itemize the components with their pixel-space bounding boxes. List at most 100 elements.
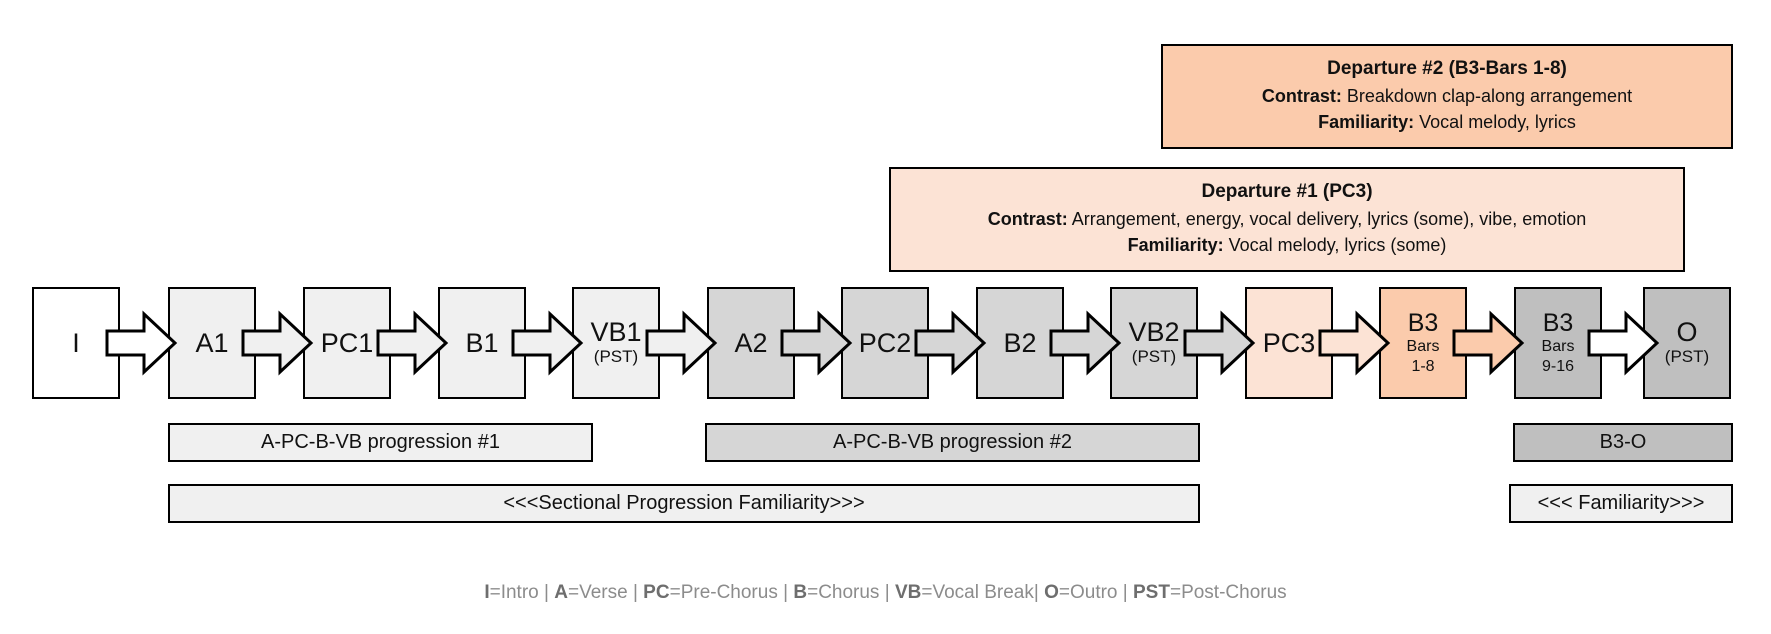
section-label: O — [1676, 317, 1698, 348]
section-box-pc1[interactable]: PC1 — [303, 287, 391, 399]
contrast-text: Breakdown clap-along arrangement — [1341, 85, 1633, 106]
legend-sep: = — [921, 582, 933, 603]
legend-sep: = — [1058, 582, 1070, 603]
callout-departure-1-title: Departure #1 (PC3) — [1201, 181, 1373, 202]
legend-meaning: Post-Chorus — [1181, 582, 1287, 603]
section-sublabel-line2: 1-8 — [1411, 358, 1435, 376]
section-label: I — [72, 327, 80, 358]
legend-item: O=Outro — [1044, 582, 1117, 603]
familiarity-bar-b3-o[interactable]: <<< Familiarity>>> — [1509, 484, 1733, 523]
legend-abbr: I — [484, 582, 490, 603]
group-bar-label: A-PC-B-VB progression #2 — [833, 431, 1072, 453]
legend-divider: | — [1033, 582, 1045, 603]
callout-departure-2-familiarity: Familiarity: Vocal melody, lyrics — [1177, 109, 1717, 135]
familiarity-label: Familiarity: — [1127, 234, 1224, 255]
contrast-label: Contrast: — [987, 208, 1068, 229]
flow-arrow-icon — [644, 309, 718, 377]
group-bar-progression-1[interactable]: A-PC-B-VB progression #1 — [168, 423, 593, 462]
section-label: B2 — [1003, 327, 1037, 358]
legend-abbr: A — [554, 582, 568, 603]
section-box-a1[interactable]: A1 — [168, 287, 256, 399]
legend-item: A=Verse — [554, 582, 627, 603]
section-box-b3-bars-1-8[interactable]: B3 Bars 1-8 — [1379, 287, 1467, 399]
section-label: B1 — [465, 327, 499, 358]
flow-arrow-icon — [375, 309, 449, 377]
familiarity-text: Vocal melody, lyrics — [1414, 111, 1576, 132]
legend-sep: = — [669, 582, 681, 603]
flow-arrow-icon — [1317, 309, 1391, 377]
legend-meaning: Chorus — [818, 582, 880, 603]
legend-meaning: Outro — [1069, 582, 1118, 603]
legend-abbr: B — [793, 582, 808, 603]
familiarity-bar-label: <<<Sectional Progression Familiarity>>> — [503, 492, 865, 514]
flow-arrow-icon — [510, 309, 584, 377]
song-structure-chain: I A1 PC1 B1 VB1 (PST) A2 PC2 B2 — [0, 287, 1771, 402]
section-box-a2[interactable]: A2 — [707, 287, 795, 399]
legend-divider: | — [538, 582, 555, 603]
flow-arrow-icon — [1182, 309, 1256, 377]
section-label: VB1 — [590, 317, 642, 348]
familiarity-text: Vocal melody, lyrics (some) — [1223, 234, 1447, 255]
group-bar-label: A-PC-B-VB progression #1 — [261, 431, 500, 453]
section-label: A2 — [734, 327, 768, 358]
section-sublabel: (PST) — [1131, 347, 1177, 367]
familiarity-bar-label: <<< Familiarity>>> — [1537, 492, 1705, 514]
callout-departure-1: Departure #1 (PC3) Contrast: Arrangement… — [889, 167, 1685, 272]
legend-item: VB=Vocal Break — [895, 582, 1034, 603]
legend-divider: | — [1117, 582, 1133, 603]
section-label: B3 — [1542, 308, 1574, 337]
callout-departure-1-contrast: Contrast: Arrangement, energy, vocal del… — [905, 206, 1669, 232]
legend-item: B=Chorus — [793, 582, 879, 603]
familiarity-label: Familiarity: — [1318, 111, 1415, 132]
legend-sep: = — [567, 582, 580, 603]
section-sublabel: (PST) — [1664, 347, 1710, 367]
section-label: PC3 — [1262, 327, 1316, 358]
legend-abbr: PST — [1133, 582, 1170, 603]
legend-meaning: Verse — [579, 582, 628, 603]
section-sublabel-line1: Bars — [1541, 337, 1575, 355]
legend-divider: | — [879, 582, 895, 603]
legend-abbr: VB — [894, 582, 922, 603]
legend-abbr: PC — [643, 582, 670, 603]
section-box-intro[interactable]: I — [32, 287, 120, 399]
abbreviation-legend: I=Intro | A=Verse | PC=Pre-Chorus | B=Ch… — [0, 582, 1771, 604]
callout-departure-2-contrast: Contrast: Breakdown clap-along arrangeme… — [1177, 83, 1717, 109]
callout-departure-2: Departure #2 (B3-Bars 1-8) Contrast: Bre… — [1161, 44, 1733, 149]
section-label: A1 — [195, 327, 229, 358]
section-label: B3 — [1407, 308, 1439, 337]
group-bar-progression-2[interactable]: A-PC-B-VB progression #2 — [705, 423, 1200, 462]
section-box-b2[interactable]: B2 — [976, 287, 1064, 399]
legend-divider: | — [777, 582, 794, 603]
legend-meaning: Pre-Chorus — [680, 582, 778, 603]
section-sublabel: (PST) — [593, 347, 639, 367]
legend-sep: = — [489, 582, 501, 603]
legend-item: PST=Post-Chorus — [1133, 582, 1287, 603]
callout-departure-2-title: Departure #2 (B3-Bars 1-8) — [1327, 58, 1567, 79]
flow-arrow-icon — [1586, 309, 1660, 377]
flow-arrow-icon — [104, 309, 178, 377]
legend-sep: = — [1169, 582, 1182, 603]
legend-divider: | — [627, 582, 644, 603]
section-sublabel-line1: Bars — [1406, 337, 1440, 355]
section-sublabel-line2: 9-16 — [1541, 358, 1575, 376]
legend-meaning: Vocal Break — [932, 582, 1034, 603]
flow-arrow-icon — [779, 309, 853, 377]
legend-abbr: O — [1044, 582, 1059, 603]
section-box-pc2[interactable]: PC2 — [841, 287, 929, 399]
contrast-label: Contrast: — [1261, 85, 1342, 106]
legend-item: I=Intro — [484, 582, 538, 603]
flow-arrow-icon — [913, 309, 987, 377]
callout-departure-1-familiarity: Familiarity: Vocal melody, lyrics (some) — [905, 232, 1669, 258]
section-label: VB2 — [1128, 317, 1180, 348]
group-bar-b3-o[interactable]: B3-O — [1513, 423, 1733, 462]
section-label: PC1 — [320, 327, 374, 358]
legend-item: PC=Pre-Chorus — [643, 582, 778, 603]
legend-sep: = — [807, 582, 819, 603]
flow-arrow-icon — [240, 309, 314, 377]
group-bar-label: B3-O — [1599, 431, 1647, 453]
legend-meaning: Intro — [500, 582, 539, 603]
familiarity-bar-sectional[interactable]: <<<Sectional Progression Familiarity>>> — [168, 484, 1200, 523]
contrast-text: Arrangement, energy, vocal delivery, lyr… — [1067, 208, 1587, 229]
section-label: PC2 — [858, 327, 912, 358]
flow-arrow-icon — [1451, 309, 1525, 377]
